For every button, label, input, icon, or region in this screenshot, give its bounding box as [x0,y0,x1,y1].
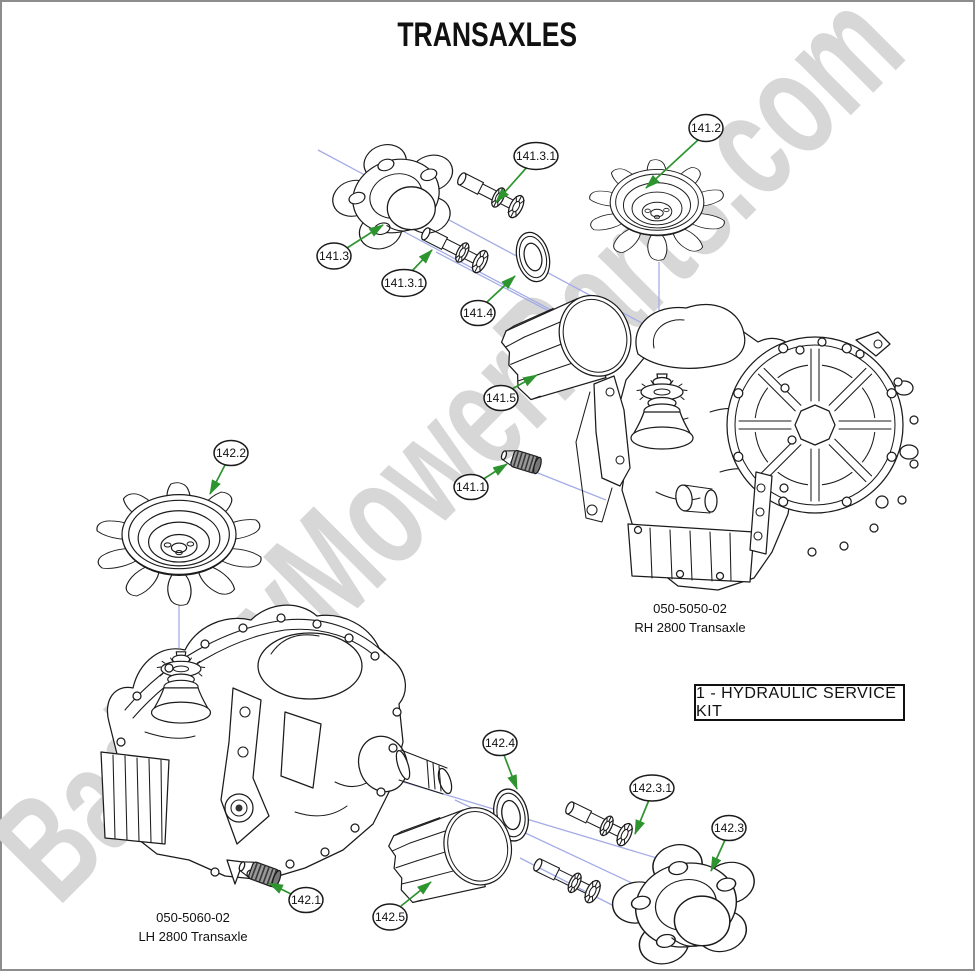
callout-bubble [460,299,496,327]
callout-141-3: 141.3 [316,242,352,270]
bolt-141-3-1-b [416,221,492,276]
callout-bubble [288,886,324,914]
callout-bubble [316,242,352,270]
arrow-142-3 [710,839,726,872]
callout-141-1: 141.1 [453,473,489,501]
callout-bubble [213,439,249,467]
bolt-141-3-1-a [452,166,528,221]
callout-label: 142.2 [216,446,246,460]
callout-label: 141.3.1 [384,276,424,290]
arrow-141-3 [346,224,384,249]
callout-label: 141.4 [463,306,493,320]
callout-bubble [688,113,724,143]
callout-bubble [381,268,427,298]
rh-assembly-label: 050-5050-02 RH 2800 Transaxle [565,599,815,637]
arrow-142-2 [209,464,226,495]
callout-bubble [711,814,747,842]
callout-label: 141.3 [319,249,349,263]
callout-label: 141.3.1 [516,149,556,163]
arrow-142-3-1 [634,799,650,835]
callout-141-3-1-a: 141.3.1 [513,141,559,171]
callout-label: 142.1 [291,893,321,907]
hydraulic-service-kit-legend: 1 - HYDRAULIC SERVICE KIT [694,684,905,721]
arrow-141-5 [511,374,538,390]
arrow-141-3-1-a [495,165,529,203]
arrow-141-4 [486,275,516,303]
callout-bubble [629,774,675,802]
callout-142-4: 142.4 [482,729,518,757]
rh-part-number: 050-5050-02 [653,601,727,616]
lh-bolt-heads [116,613,402,879]
bolt-142-3-1-b [529,852,604,906]
callout-141-2: 141.2 [688,113,724,143]
callout-label: 141.1 [456,480,486,494]
rh-finned-cover [726,336,904,514]
callout-bubble [513,141,559,171]
callout-label: 142.5 [375,910,405,924]
callout-bubble [482,729,518,757]
callout-142-5: 142.5 [372,903,408,931]
page-title-text: TRANSAXLES [397,16,578,54]
callout-141-3-1-b: 141.3.1 [381,268,427,298]
arrow-142-4 [503,754,518,790]
page-title: TRANSAXLES [0,16,975,55]
callout-142-3: 142.3 [711,814,747,842]
lh-part-name: LH 2800 Transaxle [138,929,248,944]
callout-label: 142.4 [485,736,515,750]
arrow-142-5 [400,881,432,907]
callout-label: 141.5 [486,391,516,405]
callout-bubble [483,384,519,412]
callout-141-4: 141.4 [460,299,496,327]
lh-part-number: 050-5060-02 [156,910,230,925]
rh-transaxle-drawing [575,303,919,591]
callout-label: 142.3.1 [632,781,672,795]
arrow-142-1 [268,882,292,895]
callouts: 141.2 141.3.1 141.3 141.3.1 141.4 141.5 [213,113,747,931]
callout-bubble [453,473,489,501]
rh-bolt-heads [633,337,919,581]
callout-142-3-1: 142.3.1 [629,774,675,802]
lh-transaxle-drawing [100,604,453,885]
callout-142-2: 142.2 [213,439,249,467]
arrow-141-3-1-b [411,249,433,272]
arrow-141-1 [481,463,508,481]
rh-part-name: RH 2800 Transaxle [634,620,746,635]
callout-arrows [209,139,726,907]
callout-141-5: 141.5 [483,384,519,412]
arrow-141-2 [645,139,699,189]
callout-bubble [372,903,408,931]
callout-label: 142.3 [714,821,744,835]
callout-142-1: 142.1 [288,886,324,914]
callout-label: 141.2 [691,121,721,135]
legend-text: 1 - HYDRAULIC SERVICE KIT [696,684,897,720]
lh-assembly-label: 050-5060-02 LH 2800 Transaxle [68,908,318,946]
